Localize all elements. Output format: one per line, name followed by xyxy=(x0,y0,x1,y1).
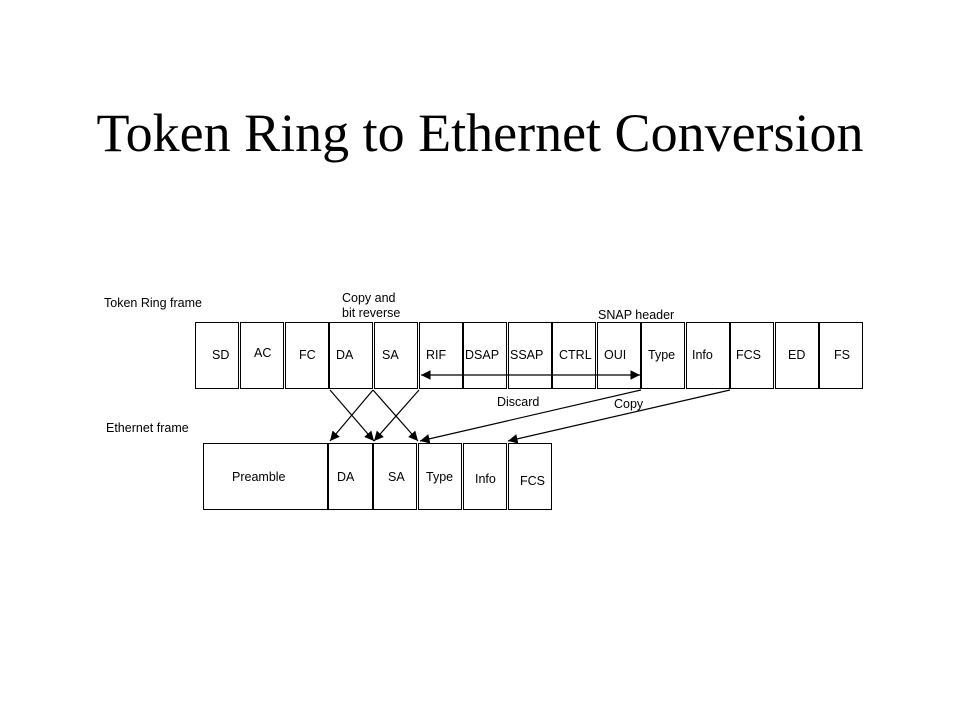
eth-field-preamble-label: Preamble xyxy=(232,470,286,484)
slide-title: Token Ring to Ethernet Conversion xyxy=(96,103,864,163)
tr-field-fs-label: FS xyxy=(834,348,850,362)
tr-field-ac-label: AC xyxy=(254,346,272,360)
tr-field-fs: FS xyxy=(819,322,863,389)
tr-field-info: Info xyxy=(686,322,730,389)
copy-bit-reverse-label-line2: bit reverse xyxy=(342,306,401,320)
copy-label: Copy xyxy=(614,397,644,411)
tr-field-fcs-label: FCS xyxy=(736,348,761,362)
tr-field-sd: SD xyxy=(195,322,239,389)
tr-field-sd-label: SD xyxy=(212,348,230,362)
tr-field-type-label: Type xyxy=(648,348,676,362)
tr-field-ed-label: ED xyxy=(788,348,806,362)
eth-field-type: Type xyxy=(418,443,462,510)
copy-bit-reverse-label-line1: Copy and xyxy=(342,291,396,305)
eth-field-fcs: FCS xyxy=(508,443,552,510)
tr-field-fc-label: FC xyxy=(299,348,316,362)
arrow-tr-info-to-eth-info xyxy=(507,389,731,444)
eth-field-info: Info xyxy=(463,443,507,510)
tr-field-dsap-label: DSAP xyxy=(465,348,500,362)
tr-field-ssap-label: SSAP xyxy=(510,348,544,362)
eth-field-da: DA xyxy=(328,443,373,510)
eth-field-type-label: Type xyxy=(426,470,454,484)
tr-field-ac: AC xyxy=(240,322,284,389)
eth-field-fcs-label: FCS xyxy=(520,474,545,488)
eth-field-sa: SA xyxy=(373,443,417,510)
tr-field-rif-label: RIF xyxy=(426,348,447,362)
discard-label: Discard xyxy=(497,395,540,409)
snap-header-label: SNAP header xyxy=(598,308,675,322)
tr-field-fc: FC xyxy=(285,322,329,389)
token-ring-frame-label: Token Ring frame xyxy=(104,296,202,310)
tr-field-sa: SA xyxy=(374,322,418,389)
arrow-tr-sa-to-eth-da xyxy=(329,389,374,442)
tr-field-ed: ED xyxy=(775,322,819,389)
eth-field-info-label: Info xyxy=(475,472,496,486)
tr-field-type: Type xyxy=(641,322,685,389)
tr-field-da-label: DA xyxy=(336,348,354,362)
tr-field-da: DA xyxy=(329,322,373,389)
tr-field-ctrl-label: CTRL xyxy=(559,348,592,362)
tr-field-fcs: FCS xyxy=(730,322,774,389)
tr-field-sa-label: SA xyxy=(382,348,399,362)
eth-field-da-label: DA xyxy=(337,470,355,484)
eth-field-sa-label: SA xyxy=(388,470,405,484)
ethernet-frame-label: Ethernet frame xyxy=(106,421,189,435)
tr-field-info-label: Info xyxy=(692,348,713,362)
eth-field-preamble: Preamble xyxy=(203,443,328,510)
arrow-tr-rif-to-eth-sa xyxy=(373,389,420,442)
tr-field-oui-label: OUI xyxy=(604,348,627,362)
arrow-tr-type-to-eth-type xyxy=(419,389,642,444)
arrow-tr-sa-to-eth-type-side xyxy=(372,389,419,442)
